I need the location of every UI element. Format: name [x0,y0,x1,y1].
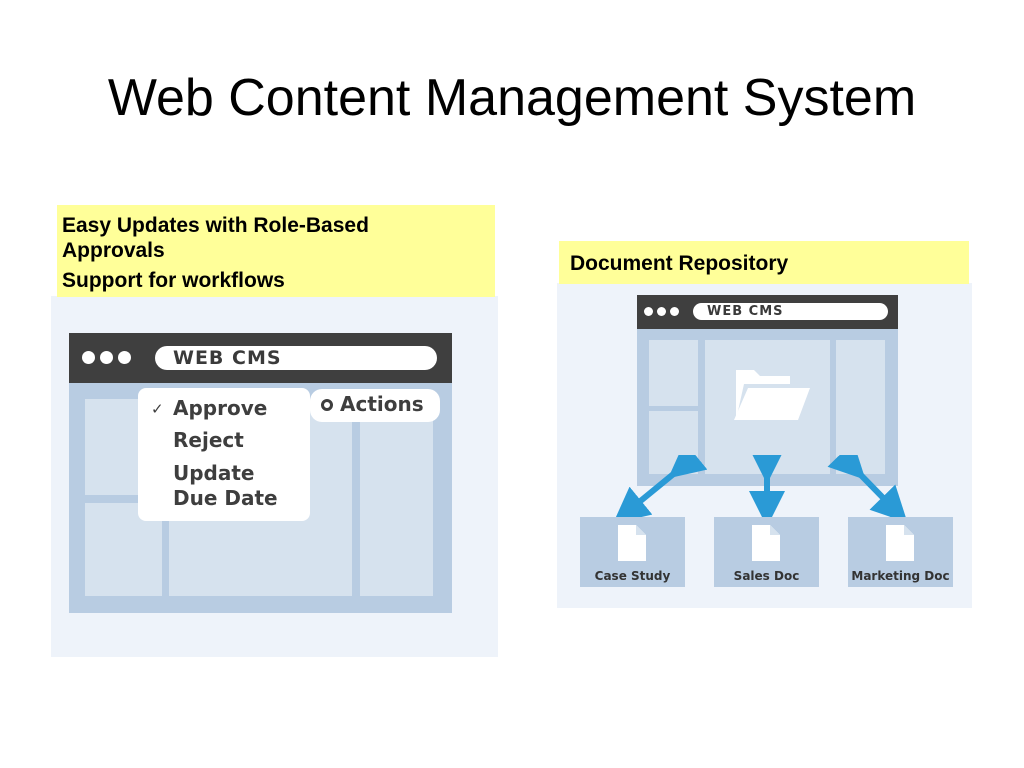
document-label: Sales Doc [733,569,800,583]
document-icon [886,525,914,561]
document-label: Case Study [594,569,671,583]
content-pane [836,340,885,474]
note-line-1: Easy Updates with Role-Based [62,214,369,237]
content-pane [649,340,698,406]
document-marketing-doc[interactable]: Marketing Doc [848,517,953,587]
document-case-study[interactable]: Case Study [580,517,685,587]
repository-browser-window: WEB CMS [637,295,898,486]
window-dot [100,351,113,364]
checkmark-icon: ✓ [151,400,164,418]
window-dot [118,351,131,364]
slide-title: Web Content Management System [107,69,917,127]
actions-label: Actions [340,392,424,416]
content-pane [360,399,433,596]
window-dot [644,307,653,316]
repository-note-text: Document Repository [570,252,789,275]
window-dots [82,351,131,364]
workflow-note: Easy Updates with Role-Based Approvals S… [57,205,495,297]
address-bar-label: WEB CMS [707,304,784,319]
arrow-icon [613,455,908,520]
window-dot [670,307,679,316]
actions-button[interactable]: Actions [310,389,440,422]
document-label: Marketing Doc [851,569,950,583]
radio-icon [321,399,333,411]
menu-item-reject[interactable]: Reject [173,428,244,452]
folder-icon [734,370,810,420]
note-line-3: Support for workflows [62,269,285,292]
window-dot [82,351,95,364]
note-line-2: Approvals [62,239,165,262]
menu-item-due-date[interactable]: Due Date [173,486,278,510]
menu-item-approve[interactable]: Approve [173,396,268,420]
address-bar-label: WEB CMS [173,347,282,369]
window-dots [644,307,679,316]
document-icon [618,525,646,561]
address-bar[interactable]: WEB CMS [693,303,888,320]
menu-item-update[interactable]: Update [173,461,255,485]
document-sales-doc[interactable]: Sales Doc [714,517,819,587]
browser-titlebar: WEB CMS [69,333,452,383]
document-icon [752,525,780,561]
address-bar[interactable]: WEB CMS [155,346,437,370]
browser-titlebar: WEB CMS [637,295,898,329]
window-dot [657,307,666,316]
repository-note: Document Repository [559,241,969,284]
approval-menu: ✓ Approve Reject Update Due Date [138,388,310,521]
